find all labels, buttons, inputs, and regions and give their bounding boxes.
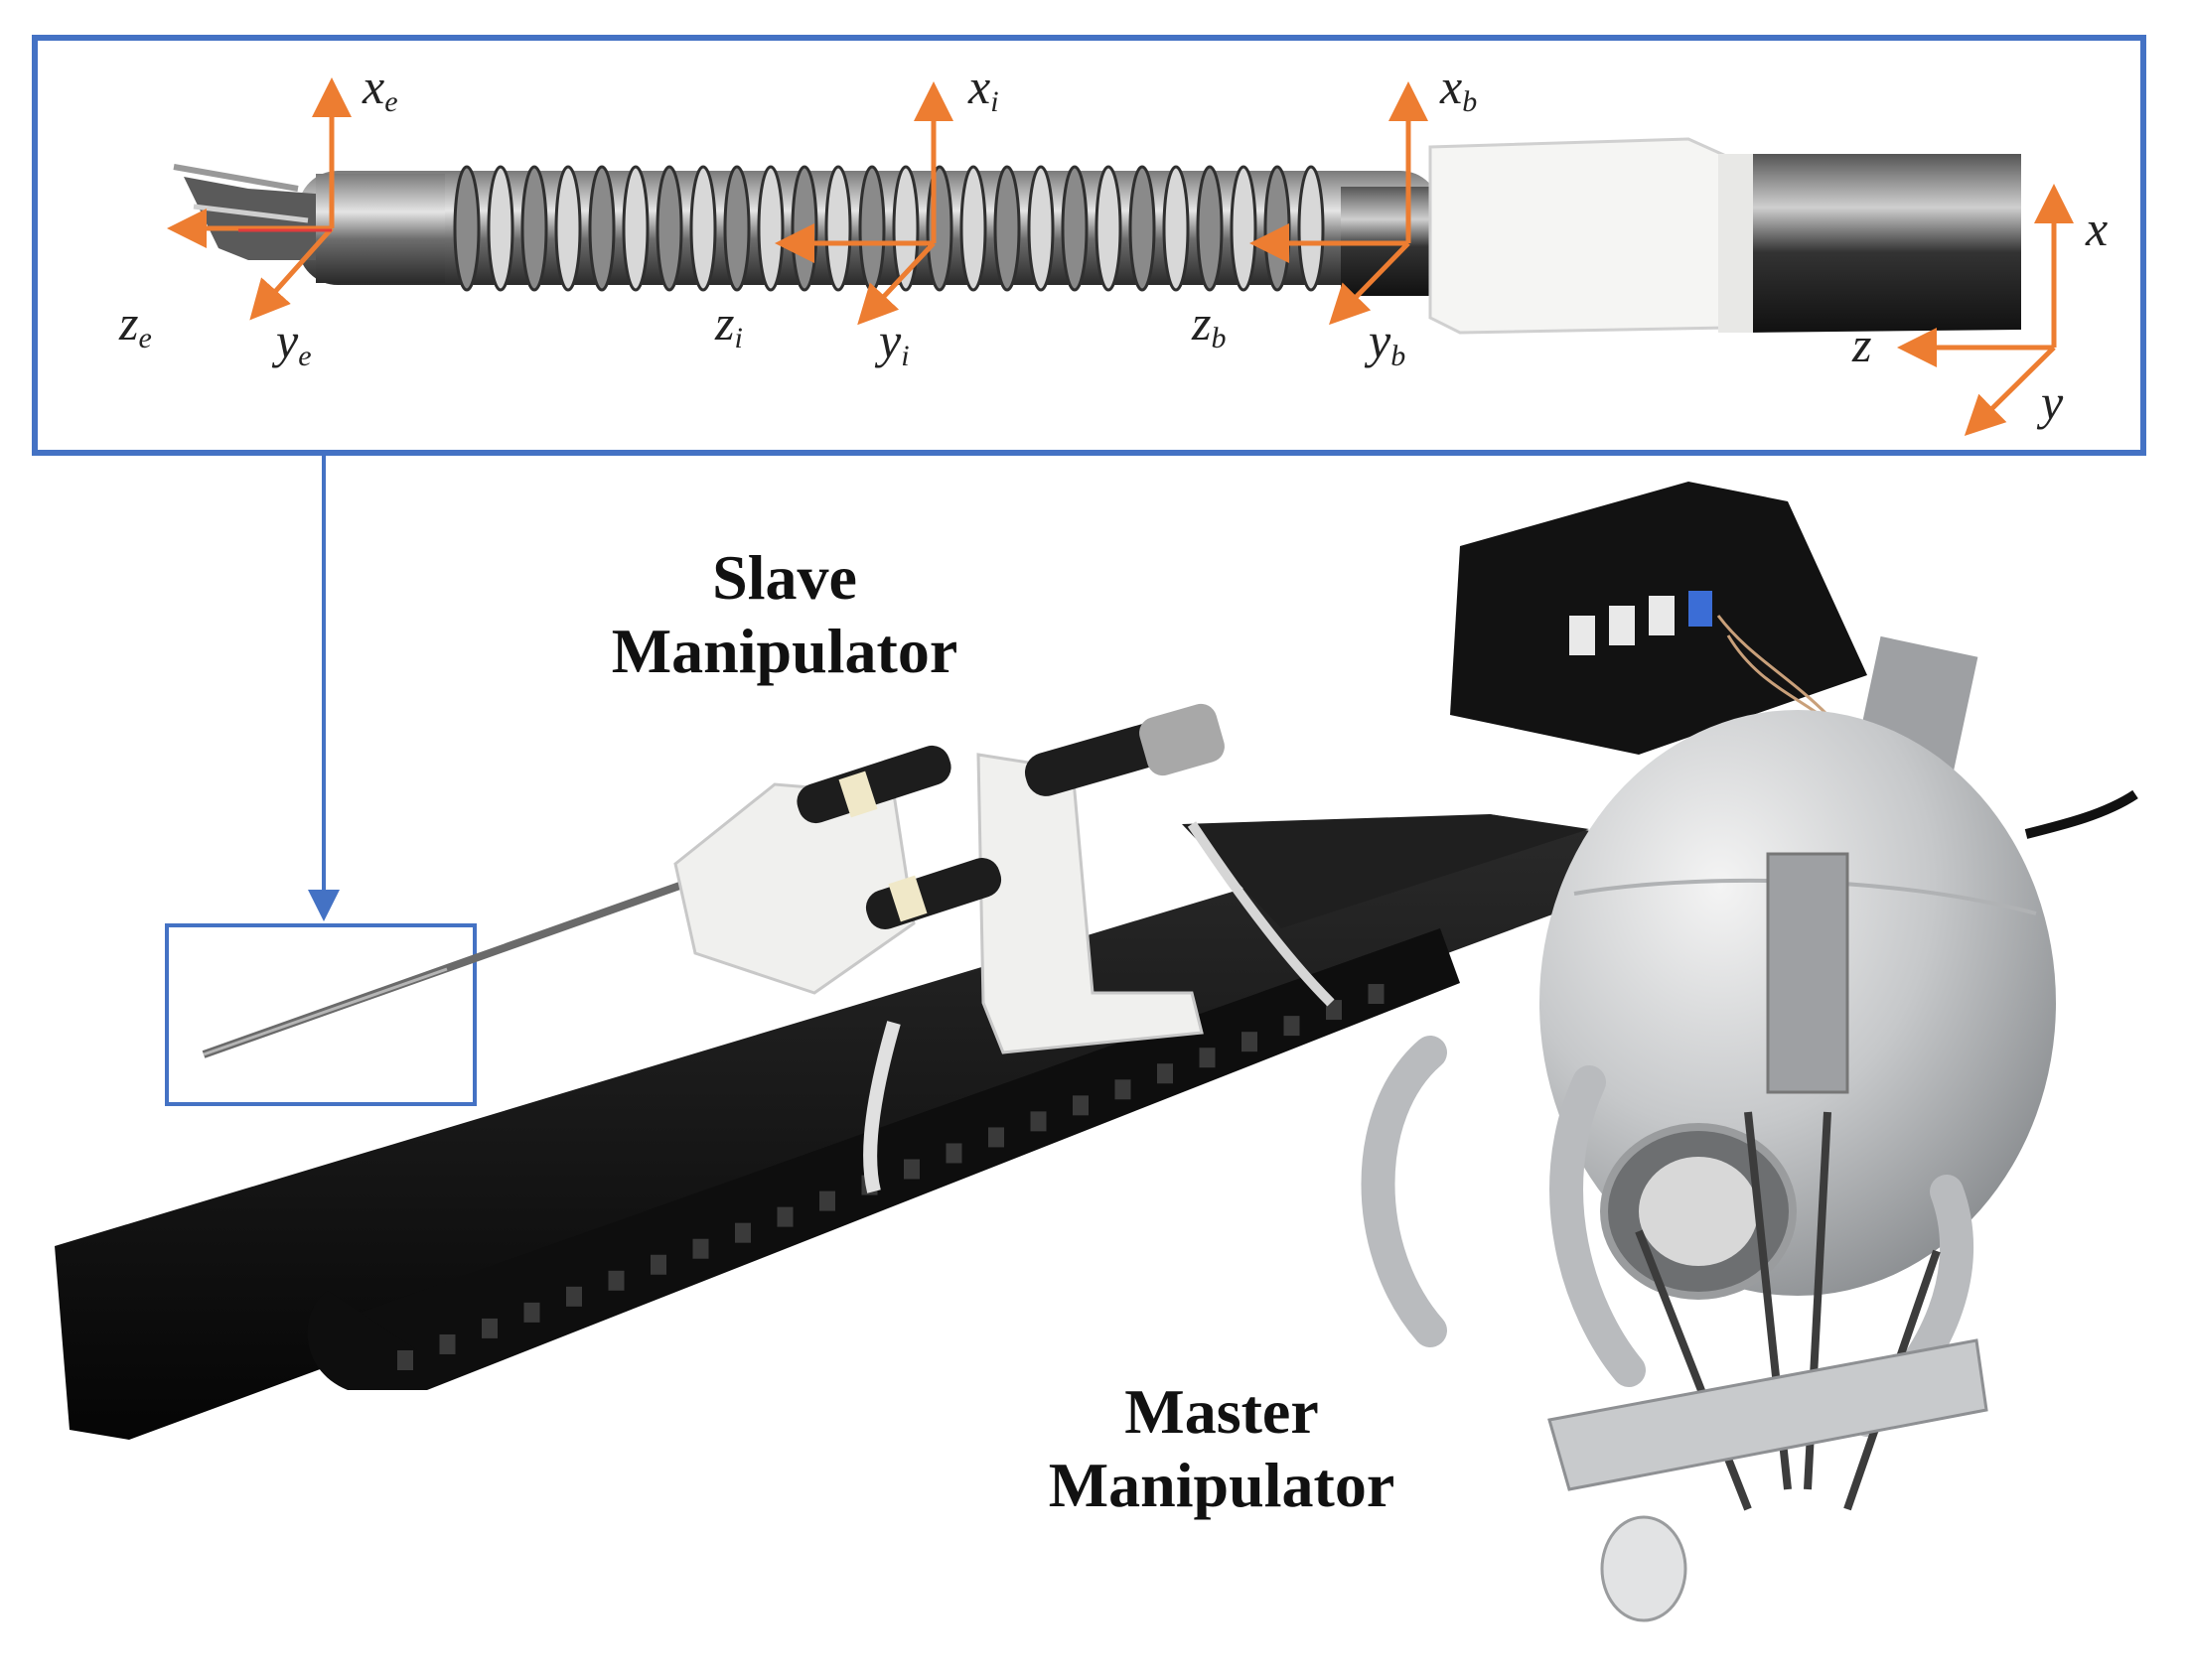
segment-rib [1162, 165, 1190, 292]
world-frame-y-label: y [2041, 374, 2064, 430]
segment-rib [1128, 165, 1156, 292]
end-frame-x-label: xe [363, 59, 398, 118]
inset-panel [32, 35, 2146, 456]
chain-link [566, 1286, 582, 1307]
segment-rib [1263, 165, 1291, 292]
base-frame-x-label: xb [1440, 59, 1478, 118]
slave-manipulator [55, 703, 1609, 1440]
slave-label-line-2: Manipulator [611, 616, 958, 686]
chain-link [1030, 1111, 1047, 1132]
base-frame-z-label: zb [1192, 295, 1227, 354]
segment-rib [791, 165, 818, 292]
chain-link [482, 1318, 498, 1338]
segment-rib [858, 165, 886, 292]
segment-rib [588, 165, 616, 292]
segment-rib [959, 165, 987, 292]
segment-rib [1061, 165, 1089, 292]
chain-link [523, 1302, 540, 1323]
chain-link [1114, 1079, 1131, 1100]
chain-link [988, 1127, 1004, 1148]
segment-rib [689, 165, 717, 292]
master-label-line-2: Manipulator [1048, 1450, 1395, 1520]
chain-link [439, 1333, 456, 1354]
segment-rib [453, 165, 481, 292]
segment-rib [757, 165, 785, 292]
slave-manipulator-label: Slave Manipulator [516, 541, 1053, 688]
end-frame-y-label: ye [276, 313, 312, 372]
segment-rib [554, 165, 582, 292]
chain-link [1157, 1063, 1173, 1084]
end-frame-axes [167, 77, 352, 321]
zoom-callout [165, 453, 477, 1106]
segment-rib [487, 165, 514, 292]
master-manipulator [1361, 482, 2138, 1622]
segment-rib [1094, 165, 1122, 292]
chain-link [651, 1254, 666, 1275]
intermediate-frame-x-label: xi [968, 59, 999, 118]
chain-link [1283, 1016, 1300, 1037]
chain-link [608, 1270, 625, 1291]
chain-link [735, 1222, 751, 1243]
base-frame-axes [1249, 81, 1428, 326]
segment-rib [622, 165, 650, 292]
world-frame-axes [1897, 184, 2074, 437]
intermediate-frame-y-label: yi [879, 313, 910, 372]
chain-link [777, 1206, 794, 1227]
segment-rib [520, 165, 548, 292]
instrument-connector [1341, 137, 2021, 335]
chain-link [1368, 984, 1385, 1005]
intermediate-frame-z-label: zi [715, 295, 743, 354]
chain-link [1326, 1000, 1342, 1021]
segment-rib [656, 165, 683, 292]
gripper-tip [173, 164, 445, 283]
segment-rib [1027, 165, 1055, 292]
segment-rib [824, 165, 852, 292]
intermediate-frame-axes [775, 81, 953, 326]
chain-link [819, 1190, 835, 1211]
end-frame-z-label: ze [119, 295, 152, 354]
chain-link [946, 1143, 962, 1164]
actuation-unit [673, 703, 1335, 1193]
world-frame-z-label: z [1852, 317, 1872, 372]
segment-rib [1196, 165, 1224, 292]
chain-link [692, 1238, 709, 1259]
master-manipulator-label: Master Manipulator [953, 1375, 1490, 1522]
chain-link [397, 1350, 413, 1370]
base-frame-y-label: yb [1369, 313, 1406, 372]
world-frame-x-label: x [2086, 201, 2109, 256]
segment-rib [1230, 165, 1257, 292]
inset-frame [32, 35, 2146, 456]
chain-link [1199, 1048, 1216, 1068]
callout-box [165, 923, 477, 1106]
master-label-line-1: Master [1124, 1376, 1319, 1447]
segment-rib [993, 165, 1021, 292]
chain-link [904, 1159, 920, 1180]
continuum-segment [298, 165, 1440, 292]
chain-link [1241, 1032, 1257, 1052]
stylus-handle [1600, 1515, 1687, 1622]
segment-rib [1297, 165, 1325, 292]
segment-rib [723, 165, 751, 292]
chain-link [1073, 1095, 1089, 1116]
slave-label-line-1: Slave [712, 542, 857, 613]
segment-rib [892, 165, 920, 292]
